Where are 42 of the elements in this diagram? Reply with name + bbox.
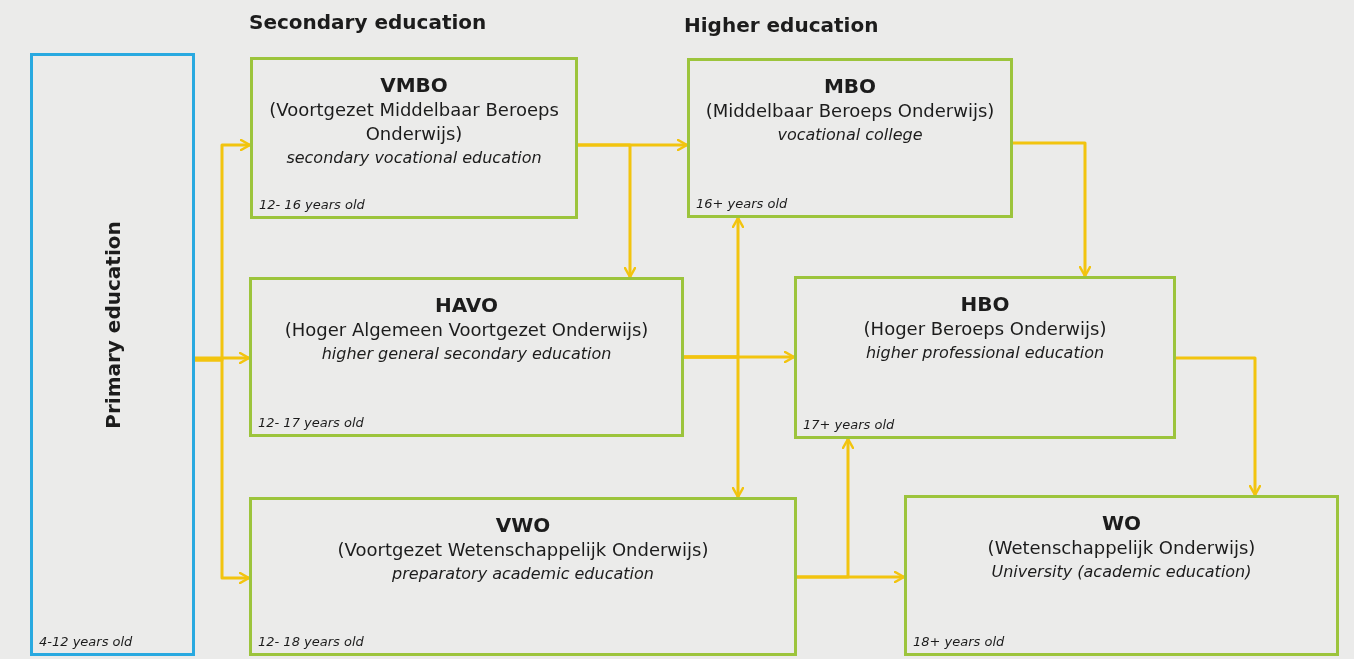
- section-heading: Secondary education: [249, 10, 487, 34]
- stage-title: VWO: [495, 512, 551, 538]
- dutch-name: (Voortgezet Middelbaar Beroeps Onderwijs): [268, 98, 560, 146]
- section-heading: Higher education: [684, 13, 879, 37]
- arrow: [684, 355, 745, 499]
- arrow: [1176, 356, 1262, 497]
- english-description: preparatory academic education: [392, 563, 654, 585]
- arrow: [797, 570, 906, 584]
- stage-box: [249, 497, 797, 656]
- dutch-name: (Voortgezet Wetenschappelijk Onderwijs): [337, 538, 709, 562]
- stage-box: [30, 53, 195, 656]
- dutch-name: (Wetenschappelijk Onderwijs): [987, 536, 1256, 560]
- stage-box: [687, 58, 1013, 218]
- stage-title: Primary education: [100, 220, 125, 429]
- arrow: [195, 351, 251, 365]
- english-description: higher professional education: [865, 342, 1105, 364]
- english-description: secondary vocational education: [286, 147, 542, 169]
- arrow: [195, 358, 251, 585]
- age-label: 16+ years old: [696, 196, 788, 211]
- age-label: 17+ years old: [803, 417, 895, 432]
- english-description: higher general secondary education: [321, 343, 612, 365]
- stage-title: HAVO: [435, 292, 498, 318]
- english-description: University (academic education): [991, 561, 1252, 583]
- age-label: 4-12 years old: [39, 634, 133, 649]
- stage-title: MBO: [823, 73, 877, 99]
- arrow: [1013, 141, 1092, 278]
- stage-box: [249, 277, 684, 437]
- stage-box: [250, 57, 578, 219]
- stage-title: VMBO: [380, 72, 448, 98]
- dutch-name: (Middelbaar Beroeps Onderwijs): [705, 99, 995, 123]
- dutch-name: (Hoger Beroeps Onderwijs): [863, 317, 1107, 341]
- age-label: 12- 18 years old: [258, 634, 364, 649]
- stage-title: WO: [1101, 510, 1142, 536]
- stage-box: [904, 495, 1339, 656]
- age-label: 18+ years old: [913, 634, 1005, 649]
- dutch-name: (Hoger Algemeen Voortgezet Onderwijs): [284, 318, 649, 342]
- age-label: 12- 16 years old: [259, 197, 365, 212]
- stage-title: HBO: [960, 291, 1010, 317]
- english-description: vocational college: [777, 124, 923, 146]
- age-label: 12- 17 years old: [258, 415, 364, 430]
- arrow: [578, 143, 637, 279]
- stage-box: [794, 276, 1176, 439]
